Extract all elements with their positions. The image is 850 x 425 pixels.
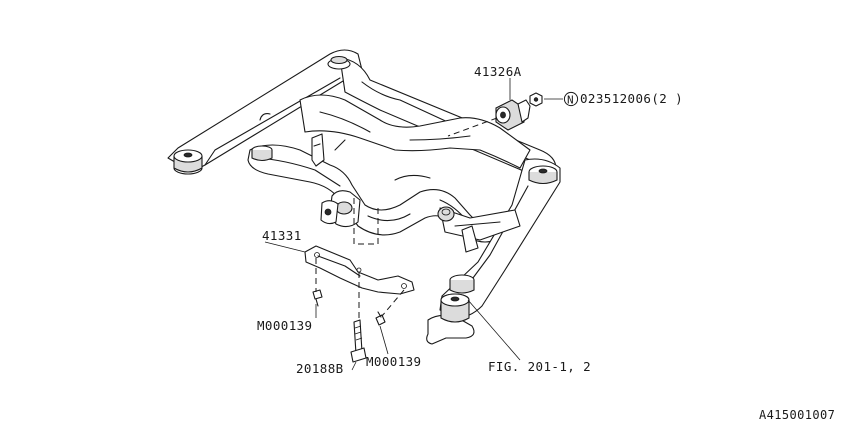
nut-icon [529, 92, 543, 107]
leader-lines [264, 78, 563, 371]
circled-n-icon: N [563, 91, 579, 107]
long-bolt-20188b [350, 319, 367, 363]
label-m000139-left: M000139 [257, 318, 312, 333]
circled-n-letter: N [567, 94, 574, 107]
label-fig-201: FIG. 201-1, 2 [488, 359, 591, 374]
label-m000139-right: M000139 [366, 354, 421, 369]
bolt-right [375, 311, 386, 326]
dashed-guide-lines [315, 117, 498, 322]
label-41331: 41331 [262, 228, 302, 243]
bushing-41326a [495, 99, 531, 131]
subframe-bushing-mounts [173, 55, 558, 323]
label-023512006: 023512006(2 ) [580, 91, 683, 106]
figure-id: A415001007 [759, 408, 835, 422]
rear-subframe [167, 49, 561, 345]
label-41326a: 41326A [474, 64, 522, 79]
label-20188b: 20188B [296, 361, 344, 376]
bolt-left [312, 289, 323, 307]
